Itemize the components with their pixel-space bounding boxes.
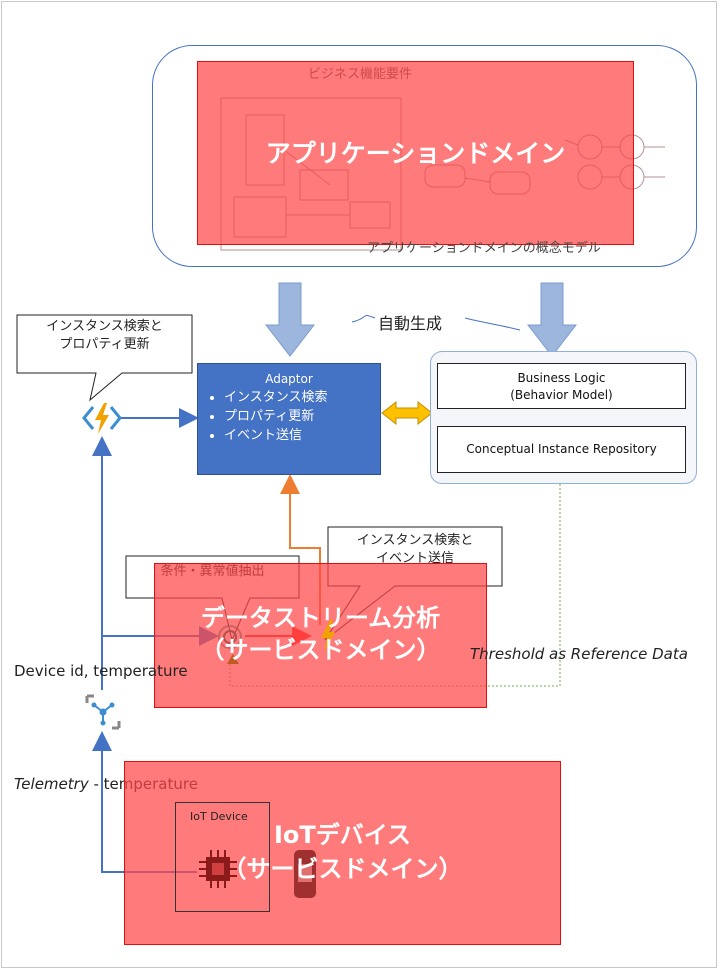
instance-repository-box: Conceptual Instance Repository — [437, 426, 686, 473]
threshold-label: Threshold as Reference Data — [470, 645, 688, 663]
sensor-icon — [288, 848, 322, 900]
callout-left-shape — [16, 314, 193, 402]
azure-function-icon — [82, 398, 122, 438]
iot-domain-line2: （サービスドメイン） — [222, 855, 463, 883]
business-logic-line2: (Behavior Model) — [510, 388, 613, 402]
stream-function-icon — [312, 618, 342, 654]
adaptor-item-event: イベント送信 — [224, 426, 380, 445]
iot-hub-icon — [84, 693, 122, 731]
business-logic-box: Business Logic (Behavior Model) — [437, 363, 686, 409]
callout-left-text: インスタンス検索と プロパティ更新 — [17, 318, 192, 354]
business-logic-line1: Business Logic — [517, 371, 606, 385]
iot-domain-title: IoTデバイス （サービスドメイン） — [124, 818, 561, 886]
warning-triangle-icon — [226, 650, 240, 664]
callout-left-line1: インスタンス検索と — [46, 319, 163, 334]
adaptor-list: インスタンス検索 プロパティ更新 イベント送信 — [198, 388, 380, 445]
chip-icon — [197, 848, 239, 890]
callout-stream-text: インスタンス検索と イベント送信 — [330, 532, 500, 568]
adaptor-title: Adaptor — [265, 372, 313, 386]
stream-domain-box — [154, 563, 487, 708]
stream-domain-line1: データストリーム分析 — [200, 604, 441, 632]
callout-stream-line1: インスタンス検索と — [356, 533, 474, 548]
telemetry-label-italic: Telemetry — [14, 775, 89, 793]
iot-device-box: IoT Device — [175, 802, 270, 912]
bidirectional-arrow — [381, 400, 433, 426]
stream-domain-title: データストリーム分析 （サービスドメイン） — [154, 602, 487, 666]
conceptual-model-caption: アプリケーションドメインの概念モデル — [367, 241, 601, 256]
application-domain-box — [197, 61, 634, 245]
callout-stream-line2: イベント送信 — [375, 551, 454, 566]
stream-analytics-icon — [213, 622, 247, 652]
auto-generate-label: 自動生成 — [378, 314, 443, 333]
adaptor-item-update: プロパティ更新 — [224, 407, 380, 426]
iot-domain-line1: IoTデバイス — [273, 821, 412, 849]
device-id-label: Device id, temperature — [14, 662, 188, 680]
iot-domain-box — [124, 761, 561, 945]
auto-generate-arrows — [264, 282, 578, 357]
adaptor-item-search: インスタンス検索 — [224, 388, 380, 407]
down-arrow-left — [264, 282, 316, 357]
application-domain-title: アプリケーションドメイン — [265, 139, 566, 168]
stream-domain-line2: （サービスドメイン） — [200, 636, 441, 664]
callout-left-line2: プロパティ更新 — [59, 337, 150, 352]
iot-device-label: IoT Device — [190, 810, 248, 823]
adaptor-box: Adaptor インスタンス検索 プロパティ更新 イベント送信 — [197, 363, 381, 475]
down-arrow-right — [526, 282, 578, 357]
